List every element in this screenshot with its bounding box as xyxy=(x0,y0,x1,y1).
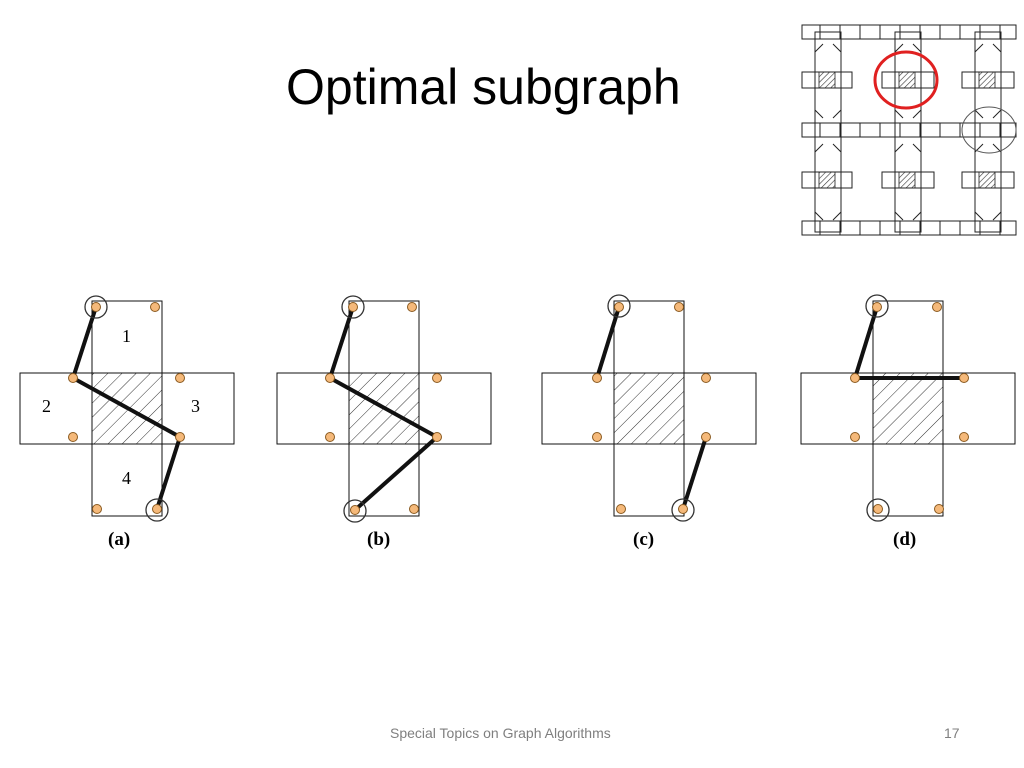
panel-label-c: (c) xyxy=(633,529,654,550)
panels-figure: 1 2 3 4 (a) (b) xyxy=(19,294,1016,550)
panel-d: (d) xyxy=(800,294,1016,550)
region-label-1: 1 xyxy=(122,326,131,346)
panel-a: 1 2 3 4 (a) xyxy=(19,295,235,550)
red-highlight-circle xyxy=(873,50,939,110)
footer-text: Special Topics on Graph Algorithms xyxy=(390,725,611,741)
panel-label-d: (d) xyxy=(893,529,916,550)
region-label-3: 3 xyxy=(191,396,200,416)
region-label-4: 4 xyxy=(122,468,131,488)
panel-b: (b) xyxy=(276,295,492,550)
grid-thumbnail xyxy=(801,24,1017,236)
panel-label-a: (a) xyxy=(108,529,130,550)
region-label-2: 2 xyxy=(42,396,51,416)
panel-label-b: (b) xyxy=(367,529,390,550)
gray-highlight-circle xyxy=(961,106,1017,154)
slide-title: Optimal subgraph xyxy=(286,59,681,115)
panel-c: (c) xyxy=(541,294,757,550)
page-number: 17 xyxy=(944,725,960,741)
